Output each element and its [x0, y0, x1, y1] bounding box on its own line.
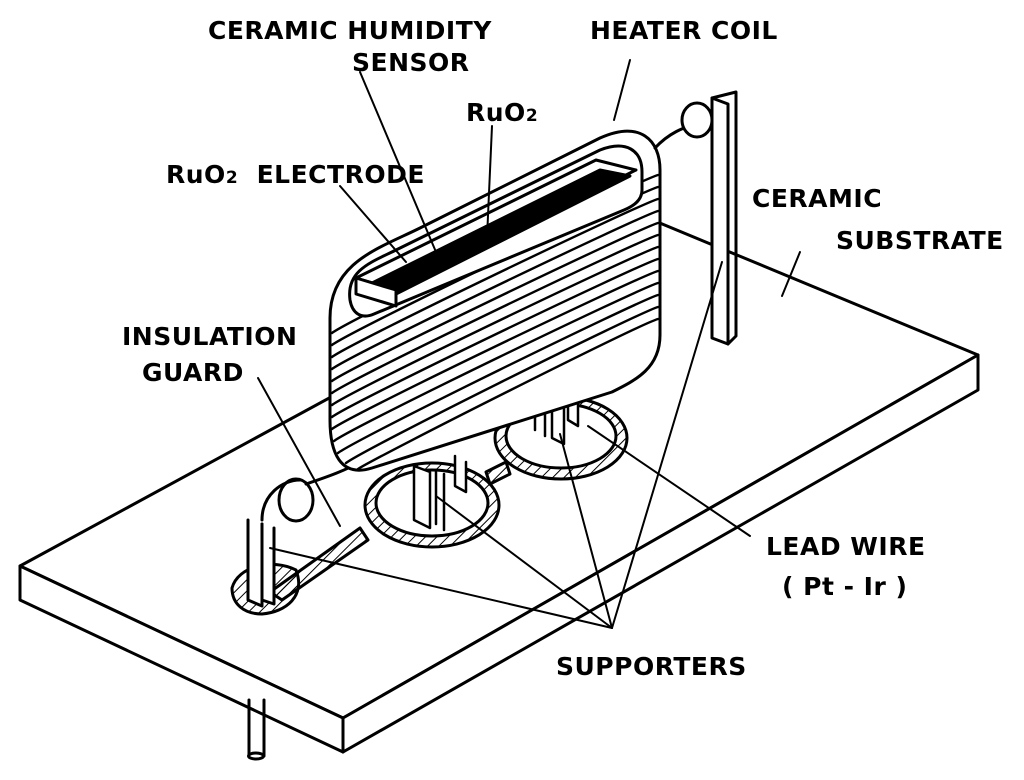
guard-ring-left-hole [376, 470, 488, 536]
label-ceramic-substrate-line2: SUBSTRATE [836, 226, 1004, 255]
label-insulation-guard-line1: INSULATION [122, 322, 298, 351]
guard-link [486, 462, 510, 484]
label-supporters: SUPPORTERS [556, 652, 747, 681]
label-ceramic-humidity-sensor-line2: SENSOR [352, 48, 470, 77]
label-insulation-guard-line2: GUARD [142, 358, 244, 387]
ruo2-top-base: RuO [466, 98, 526, 127]
sensor-front-face [356, 278, 396, 306]
left-terminal [248, 462, 360, 606]
coil-windings [332, 175, 658, 469]
label-lead-wire-line2: ( Pt - Ir ) [782, 572, 908, 601]
label-ceramic-humidity-sensor-line1: CERAMIC HUMIDITY [208, 16, 492, 45]
bottom-pin [249, 700, 265, 759]
guard-arm [270, 528, 368, 600]
label-ceramic-substrate-line1: CERAMIC [752, 184, 883, 213]
label-lead-wire-line1: LEAD WIRE [766, 532, 926, 561]
ceramic-humidity-sensor [356, 160, 636, 306]
electrode-ruo-base: RuO [166, 160, 226, 189]
substrate-side-face [343, 355, 978, 752]
leader-lines [258, 60, 800, 628]
electrode-word: ELECTRODE [256, 160, 425, 189]
label-heater-coil: HEATER COIL [590, 16, 778, 45]
